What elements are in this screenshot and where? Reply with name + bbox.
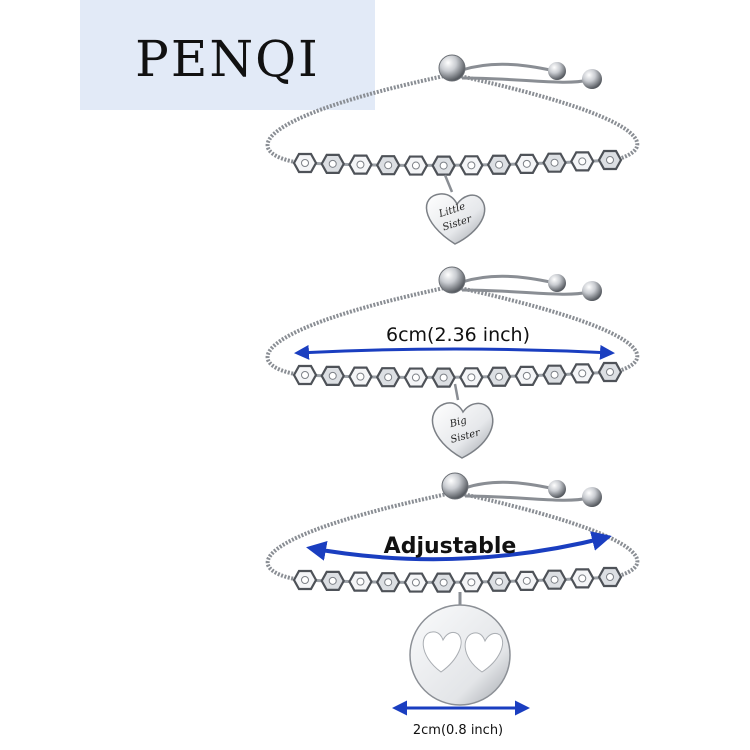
pendant-size-label: 2cm(0.8 inch) [413,723,503,738]
brand-logo-text: PENQI [135,30,320,88]
length-measurement: 6cm(2.36 inch) [294,324,615,360]
adjustable-label: Adjustable [384,534,517,559]
bracelet-1 [265,54,640,176]
big-sister-heart-charm: Big Sister [431,383,494,459]
adjustable-measurement: Adjustable [306,531,612,562]
little-sister-heart-charm: Little Sister [425,174,486,245]
length-label: 6cm(2.36 inch) [386,324,530,346]
logo-box: PENQI [80,0,375,110]
big-sister-line1: Big [448,415,468,430]
bracelet-2 [265,266,640,388]
pendant-measurement: 2cm(0.8 inch) [392,700,530,738]
double-heart-disc-pendant [409,592,511,706]
bracelet-3 [265,472,640,593]
